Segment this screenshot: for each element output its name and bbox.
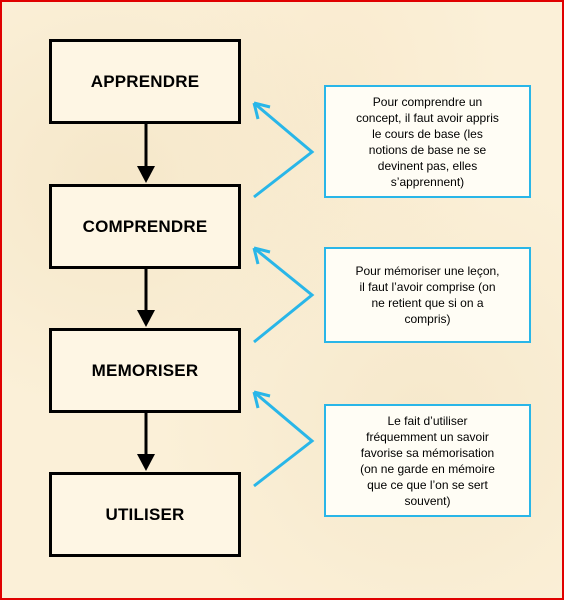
note-text: Pour comprendre un concept, il faut avoi… [356,94,499,189]
step-comprendre: COMPRENDRE [49,184,241,269]
note-comprendre: Pour comprendre un concept, il faut avoi… [324,85,531,198]
flow-arrow-1 [137,123,155,183]
step-utiliser: UTILISER [49,472,241,557]
step-label: APPRENDRE [90,71,200,91]
step-apprendre: APPRENDRE [49,39,241,124]
note-memoriser: Pour mémoriser une leçon, il faut l’avoi… [324,247,531,343]
note-pointer-3 [252,390,315,488]
flow-arrow-2 [137,269,155,327]
note-pointer-1 [252,101,315,199]
step-label: MEMORISER [91,360,199,380]
note-text: Pour mémoriser une leçon, il faut l’avoi… [355,264,500,326]
note-pointer-2 [252,246,315,344]
flow-arrow-3 [137,412,155,471]
step-label: UTILISER [105,504,185,524]
note-utiliser: Le fait d’utiliser fréquemment un savoir… [324,404,531,517]
note-text: Le fait d’utiliser fréquemment un savoir… [360,413,495,508]
step-label: COMPRENDRE [82,216,208,236]
step-memoriser: MEMORISER [49,328,241,413]
